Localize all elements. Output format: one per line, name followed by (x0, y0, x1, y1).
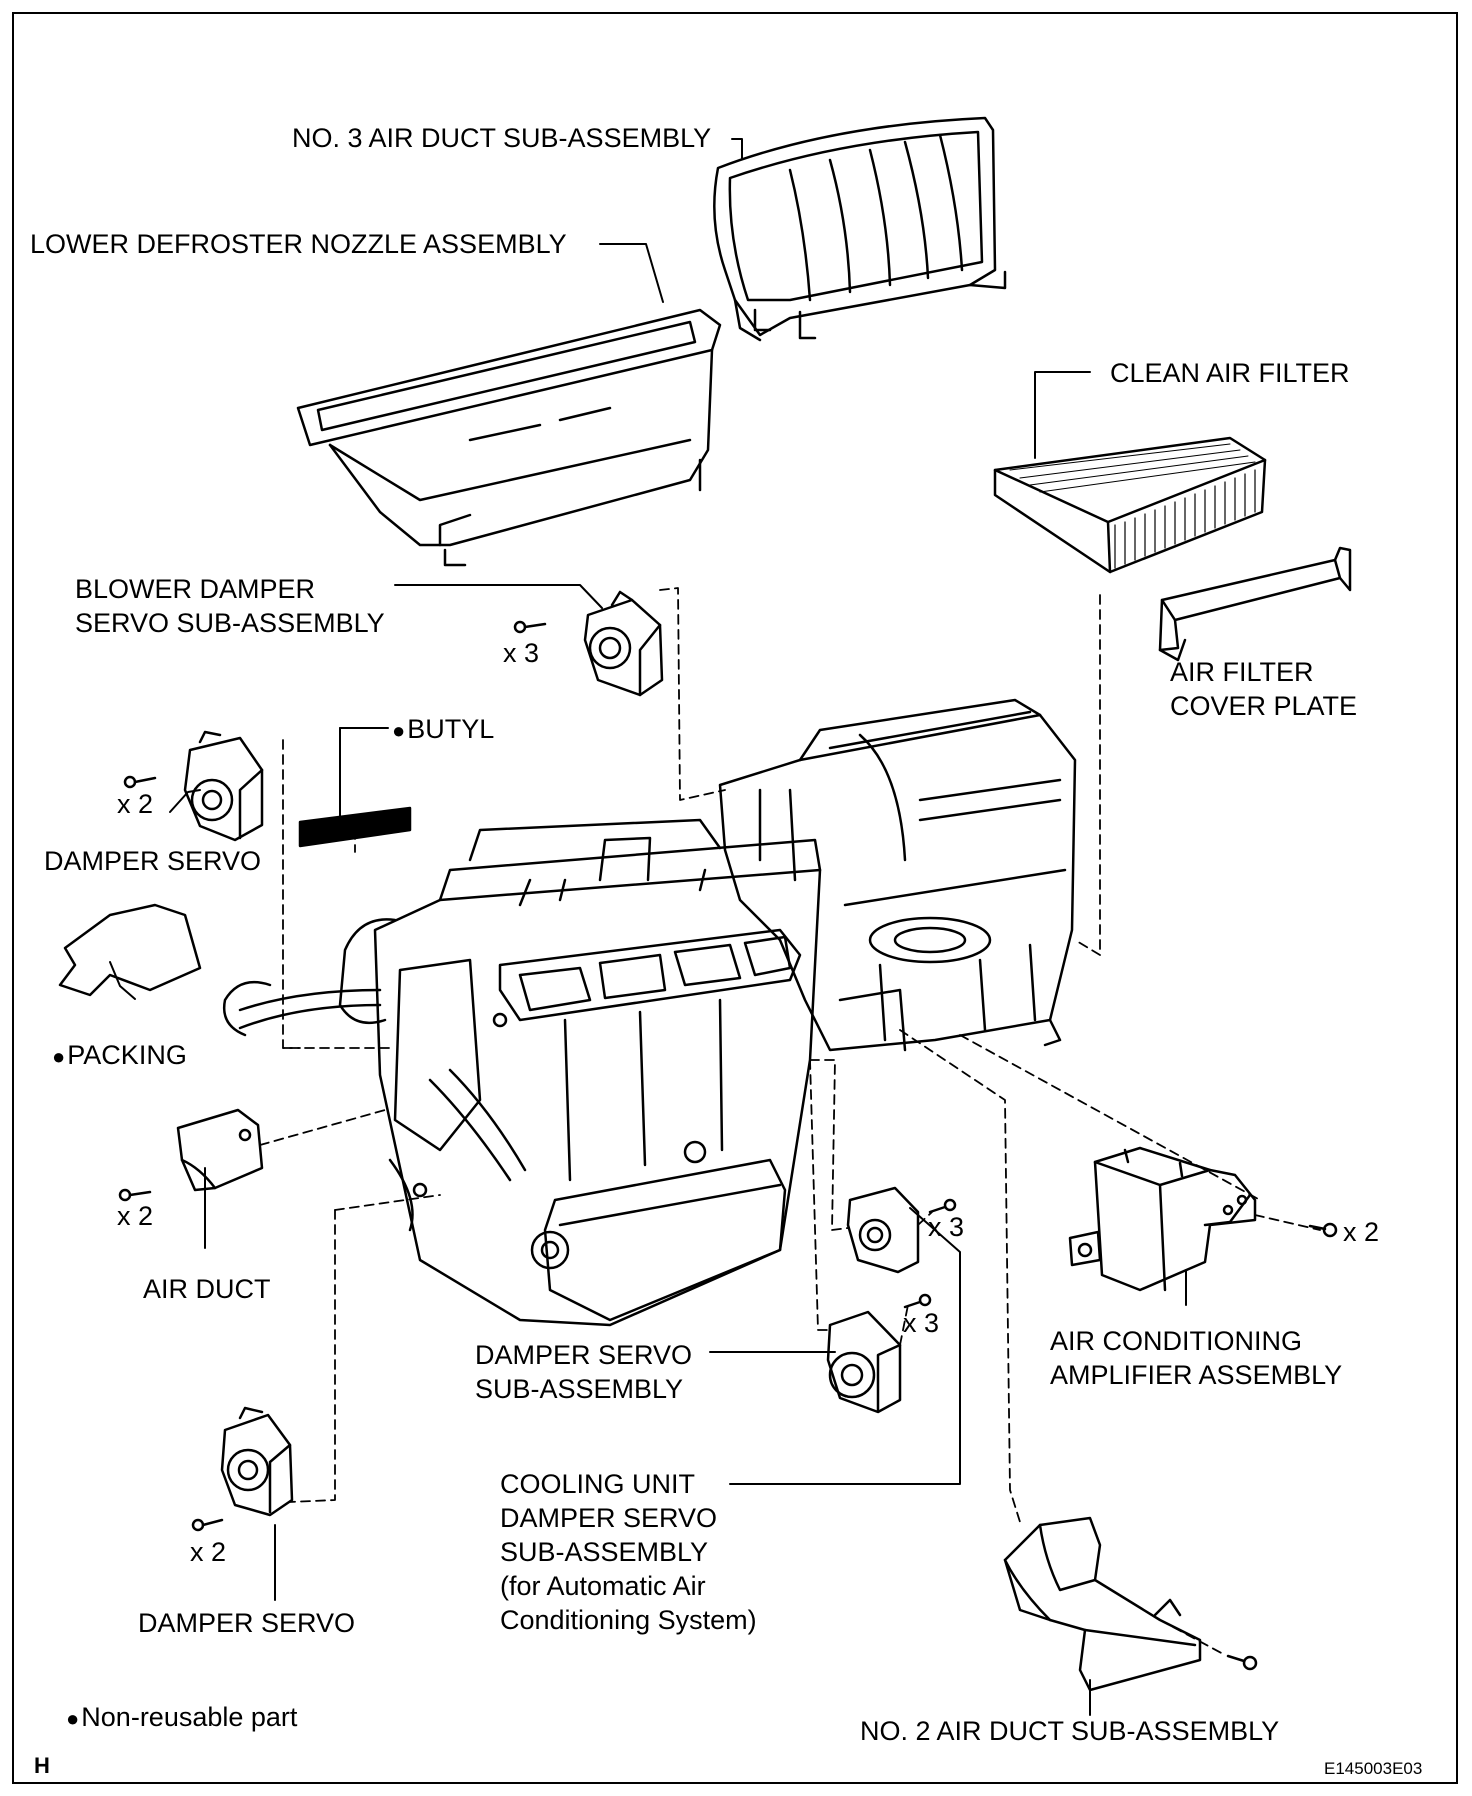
label-damper-servo-left: DAMPER SERVO (44, 846, 262, 876)
label-x2-right: x 2 (1343, 1217, 1380, 1247)
label-cooling-unit-line1: COOLING UNIT (500, 1469, 696, 1499)
label-x2-left-top: x 2 (117, 789, 154, 819)
label-packing: PACKING (52, 1038, 187, 1074)
label-air-filter-cover-line1: AIR FILTER (1170, 657, 1314, 687)
label-butyl: BUTYL (392, 712, 494, 748)
packing-part (58, 903, 202, 997)
label-air-duct: AIR DUCT (143, 1274, 271, 1304)
blower-case-body (718, 698, 1077, 1052)
corner-letter: H (34, 1753, 50, 1778)
diagram-frame (12, 12, 1458, 1784)
screw-icon (191, 1518, 224, 1532)
butyl-tape-part (298, 806, 412, 848)
label-cooling-unit-line2: DAMPER SERVO (500, 1503, 718, 1533)
label-damper-servo-sub-line2: SUB-ASSEMBLY (475, 1374, 684, 1404)
label-no2-air-duct: NO. 2 AIR DUCT SUB-ASSEMBLY (860, 1716, 1280, 1746)
label-non-reusable-legend: Non-reusable part (66, 1700, 297, 1736)
screw-icon (928, 1198, 957, 1214)
screw-icon (118, 1188, 152, 1202)
screw-icon (123, 775, 157, 789)
damper-servo-bottom-part (220, 1406, 294, 1517)
label-ac-amplifier-line1: AIR CONDITIONING (1050, 1326, 1303, 1356)
label-lower-defroster-nozzle: LOWER DEFROSTER NOZZLE ASSEMBLY (30, 229, 567, 259)
label-ac-amplifier-line2: AMPLIFIER ASSEMBLY (1050, 1360, 1343, 1390)
label-damper-servo-sub-line1: DAMPER SERVO (475, 1340, 693, 1370)
label-x3-mid: x 3 (928, 1212, 965, 1242)
clean-air-filter-part (993, 436, 1267, 574)
label-blower-damper-line2: SERVO SUB-ASSEMBLY (75, 608, 385, 638)
label-cooling-unit-line3: SUB-ASSEMBLY (500, 1537, 709, 1567)
leader-lines (109, 138, 1187, 1716)
label-x3-top: x 3 (503, 638, 540, 668)
label-damper-servo-bottom: DAMPER SERVO (138, 1608, 356, 1638)
damper-servo-left-part (183, 730, 264, 842)
blower-damper-servo-part (583, 590, 664, 697)
label-cooling-unit-line4: (for Automatic Air (500, 1571, 706, 1601)
label-x2-air-duct: x 2 (117, 1201, 154, 1231)
screw-icon (1308, 1222, 1338, 1238)
damper-servo-mid-part (846, 1186, 920, 1274)
figure-code: E145003E03 (1324, 1759, 1423, 1778)
label-blower-damper-line1: BLOWER DAMPER (75, 574, 316, 604)
ac-amplifier-part (1068, 1146, 1257, 1292)
label-x3-lower: x 3 (903, 1308, 940, 1338)
label-air-filter-cover-line2: COVER PLATE (1170, 691, 1358, 721)
label-clean-air-filter: CLEAN AIR FILTER (1110, 358, 1350, 388)
air-duct-part (176, 1108, 264, 1192)
hvac-unit-body (222, 818, 822, 1327)
no3-air-duct-part (713, 116, 1007, 342)
screw-icon (1226, 1654, 1258, 1671)
label-cooling-unit-line5: Conditioning System) (500, 1605, 757, 1635)
dashed-guide-lines (259, 587, 1321, 1656)
screw-icon (513, 620, 547, 634)
damper-servo-sub-assembly-part (826, 1310, 902, 1414)
no2-air-duct-part (1003, 1516, 1202, 1692)
lower-defroster-nozzle-part (296, 308, 722, 567)
air-filter-cover-plate-part (1158, 546, 1352, 662)
label-x2-bottom: x 2 (190, 1537, 227, 1567)
label-no3-air-duct: NO. 3 AIR DUCT SUB-ASSEMBLY (292, 123, 712, 153)
